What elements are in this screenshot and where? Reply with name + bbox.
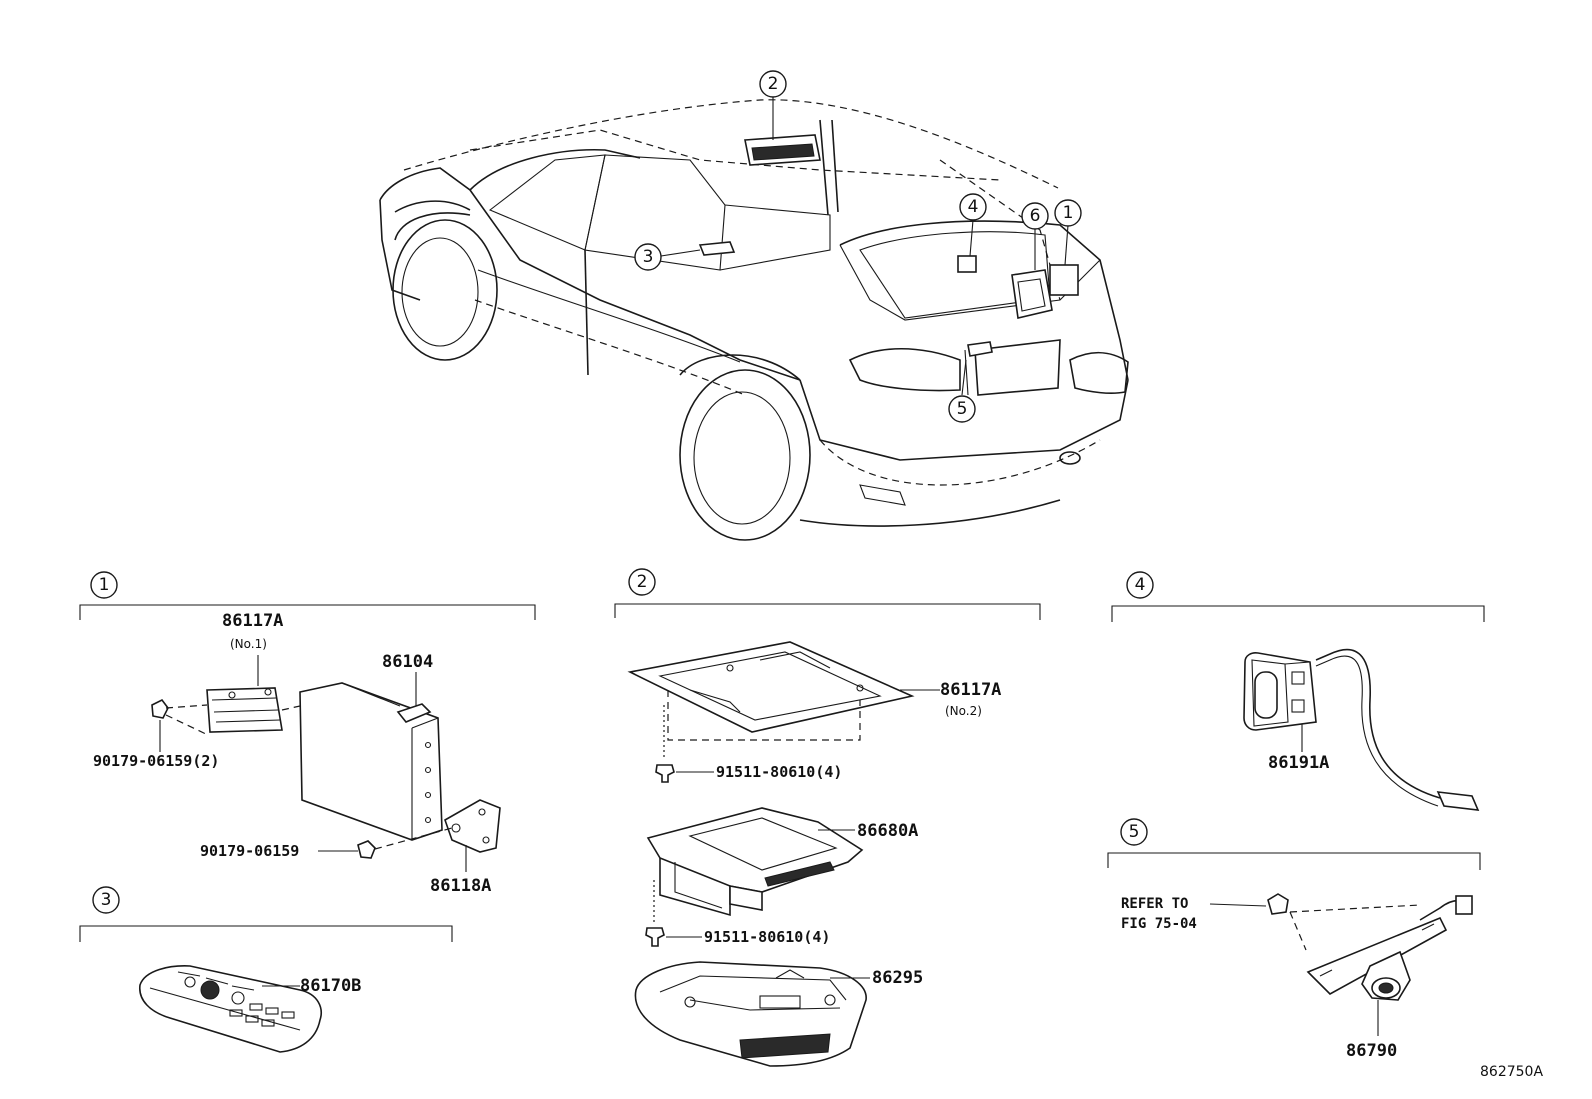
section-5-bracket bbox=[1107, 852, 1481, 870]
callout-1-vehicle: 1 bbox=[1054, 199, 1082, 227]
svg-text:2: 2 bbox=[768, 74, 779, 94]
section-1-label: 1 bbox=[90, 571, 118, 599]
section-2-bracket bbox=[614, 603, 1041, 620]
nut-90179-06159-pair bbox=[151, 698, 169, 719]
svg-text:2: 2 bbox=[637, 572, 648, 592]
callout-4-vehicle: 4 bbox=[959, 193, 987, 221]
remote-86170b bbox=[139, 965, 322, 1053]
pn-86295: 86295 bbox=[872, 968, 923, 988]
figure-id: 862750A bbox=[1480, 1064, 1543, 1080]
svg-text:3: 3 bbox=[101, 890, 112, 910]
pn-90179-06159-2: 90179-06159(2) bbox=[93, 752, 219, 770]
section-1-bracket bbox=[79, 604, 536, 620]
pn-86680a: 86680A bbox=[857, 821, 918, 841]
screw-91511-80610-b bbox=[645, 927, 665, 947]
pn-86104: 86104 bbox=[382, 652, 433, 672]
screw-91511-80610-a bbox=[655, 764, 675, 783]
callout-2-vehicle: 2 bbox=[759, 70, 787, 98]
svg-text:1: 1 bbox=[99, 575, 110, 595]
clip-fig-75-04 bbox=[1267, 893, 1289, 915]
bracket-86118a bbox=[444, 799, 501, 853]
pn-86790: 86790 bbox=[1346, 1041, 1397, 1061]
section-2: 2 86117A (No.2) 91511-80610(4) 86680A 91… bbox=[614, 568, 1041, 1067]
svg-text:1: 1 bbox=[1063, 203, 1074, 223]
svg-text:3: 3 bbox=[643, 247, 654, 267]
connector-86191a-plug bbox=[1436, 791, 1480, 811]
pn-90179-06159: 90179-06159 bbox=[200, 842, 299, 860]
refer-fig-text: FIG 75-04 bbox=[1121, 916, 1197, 932]
section-3-bracket bbox=[79, 925, 453, 942]
section-3-label: 3 bbox=[92, 886, 120, 914]
section-3: 3 86170B bbox=[79, 886, 453, 1053]
note-no2: (No.2) bbox=[945, 704, 982, 718]
section-4-label: 4 bbox=[1126, 571, 1154, 599]
camera-86790-bracket bbox=[1306, 916, 1448, 995]
section-5: 5 REFER TO FIG 75-04 86790 bbox=[1107, 818, 1481, 1061]
nut-90179-06159 bbox=[357, 840, 376, 859]
bracket-86117a-no2 bbox=[627, 641, 915, 733]
svg-text:5: 5 bbox=[1129, 822, 1140, 842]
callout-5-vehicle: 5 bbox=[948, 395, 976, 423]
pn-86118a: 86118A bbox=[430, 876, 491, 896]
svg-text:6: 6 bbox=[1030, 206, 1041, 226]
refer-to-text: REFER TO bbox=[1121, 896, 1188, 912]
svg-text:4: 4 bbox=[968, 197, 979, 217]
section-1: 1 86117A (No.1) 90179-06159(2) 86104 bbox=[79, 571, 536, 896]
section-2-label: 2 bbox=[628, 568, 656, 596]
pn-86191a: 86191A bbox=[1268, 753, 1329, 773]
svg-text:5: 5 bbox=[957, 399, 968, 419]
section-4: 4 86191A bbox=[1111, 571, 1485, 811]
pn-86117a-no1: 86117A bbox=[222, 611, 283, 631]
pn-91511-80610-a: 91511-80610(4) bbox=[716, 763, 842, 781]
section-4-bracket bbox=[1111, 605, 1485, 622]
vehicle-overview bbox=[379, 97, 1129, 541]
pn-91511-80610-b: 91511-80610(4) bbox=[704, 928, 830, 946]
svg-text:4: 4 bbox=[1135, 575, 1146, 595]
callout-3-vehicle: 3 bbox=[634, 243, 662, 271]
pn-86117a-no2: 86117A bbox=[940, 680, 1001, 700]
note-no1: (No.1) bbox=[230, 637, 267, 651]
callout-6-vehicle: 6 bbox=[1021, 202, 1049, 230]
section-5-label: 5 bbox=[1120, 818, 1148, 846]
pn-86170b: 86170B bbox=[300, 976, 361, 996]
